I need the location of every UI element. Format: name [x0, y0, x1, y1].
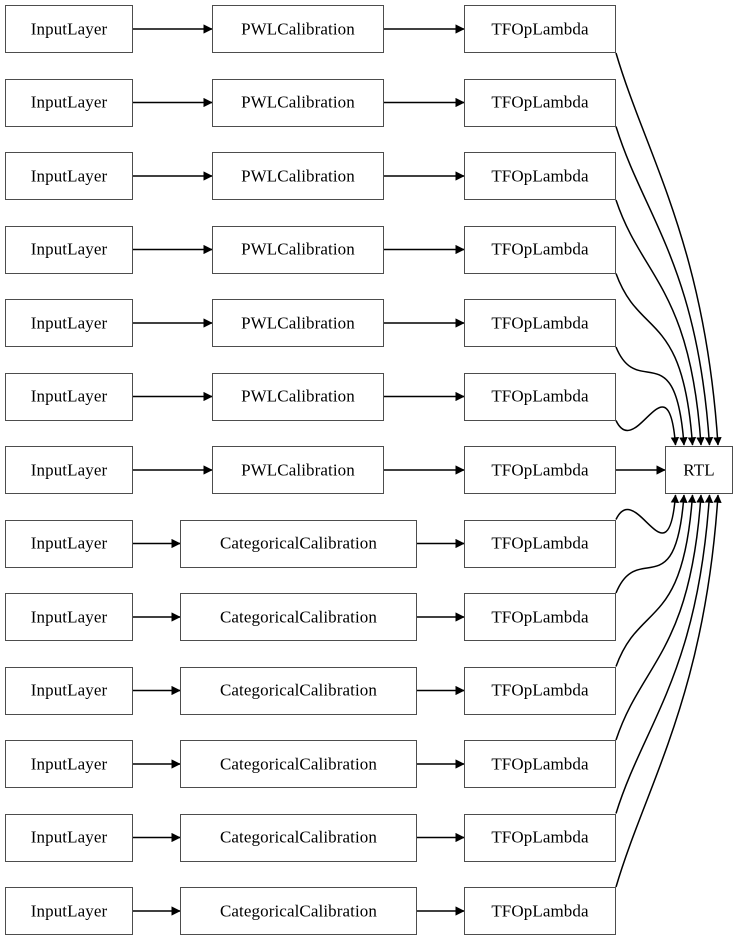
node-label: InputLayer: [30, 239, 108, 259]
node-label: CategoricalCalibration: [219, 533, 378, 553]
node-input-layer-12[interactable]: InputLayer: [5, 887, 133, 935]
node-calibration-11[interactable]: CategoricalCalibration: [180, 813, 417, 862]
node-label: PWLCalibration: [241, 460, 355, 479]
node-calibration-1[interactable]: PWLCalibration: [212, 78, 384, 127]
node-label: TFOpLambda: [491, 607, 589, 626]
node-label: TFOpLambda: [491, 901, 589, 920]
node-label: InputLayer: [30, 680, 108, 700]
node-calibration-0[interactable]: PWLCalibration: [212, 5, 384, 53]
node-calibration-10[interactable]: CategoricalCalibration: [180, 740, 417, 788]
node-input-layer-4[interactable]: InputLayer: [5, 299, 133, 347]
node-input-layer-10[interactable]: InputLayer: [5, 740, 133, 788]
node-label: InputLayer: [30, 92, 108, 112]
node-label: InputLayer: [30, 754, 108, 773]
node-label: InputLayer: [30, 313, 108, 332]
node-label: TFOpLambda: [491, 680, 589, 700]
node-label: TFOpLambda: [491, 166, 589, 185]
node-input-layer-11[interactable]: InputLayer: [5, 813, 133, 862]
node-label: TFOpLambda: [491, 386, 589, 406]
node-calibration-12[interactable]: CategoricalCalibration: [180, 887, 417, 935]
node-label: TFOpLambda: [491, 19, 589, 38]
node-label: InputLayer: [30, 166, 108, 185]
node-calibration-6[interactable]: PWLCalibration: [212, 446, 384, 494]
node-calibration-2[interactable]: PWLCalibration: [212, 152, 384, 200]
node-label: InputLayer: [30, 19, 108, 38]
node-label: PWLCalibration: [241, 92, 355, 112]
node-calibration-9[interactable]: CategoricalCalibration: [180, 666, 417, 715]
node-label: TFOpLambda: [491, 754, 589, 773]
node-label: InputLayer: [30, 533, 108, 553]
node-input-layer-9[interactable]: InputLayer: [5, 666, 133, 715]
node-tf-op-lambda-10[interactable]: TFOpLambda: [464, 740, 616, 788]
node-tf-op-lambda-6[interactable]: TFOpLambda: [464, 446, 616, 494]
node-tf-op-lambda-8[interactable]: TFOpLambda: [464, 593, 616, 641]
node-label: TFOpLambda: [491, 92, 589, 112]
node-tf-op-lambda-12[interactable]: TFOpLambda: [464, 887, 616, 935]
node-label: InputLayer: [30, 901, 108, 920]
node-tf-op-lambda-11[interactable]: TFOpLambda: [464, 813, 616, 862]
node-label: CategoricalCalibration: [219, 680, 378, 700]
node-calibration-8[interactable]: CategoricalCalibration: [180, 593, 417, 641]
node-calibration-4[interactable]: PWLCalibration: [212, 299, 384, 347]
node-label: TFOpLambda: [491, 827, 589, 847]
node-label: InputLayer: [30, 607, 108, 626]
node-label: TFOpLambda: [491, 239, 589, 259]
node-label: CategoricalCalibration: [219, 827, 378, 847]
node-calibration-7[interactable]: CategoricalCalibration: [180, 519, 417, 568]
node-label: PWLCalibration: [241, 19, 355, 38]
node-input-layer-6[interactable]: InputLayer: [5, 446, 133, 494]
node-label: InputLayer: [30, 386, 108, 406]
node-label: TFOpLambda: [491, 460, 589, 479]
node-tf-op-lambda-9[interactable]: TFOpLambda: [464, 666, 616, 715]
node-label: InputLayer: [30, 460, 108, 479]
node-label: CategoricalCalibration: [219, 607, 378, 626]
node-tf-op-lambda-0[interactable]: TFOpLambda: [464, 5, 616, 53]
node-label: InputLayer: [30, 827, 108, 847]
node-input-layer-2[interactable]: InputLayer: [5, 152, 133, 200]
node-label: CategoricalCalibration: [219, 754, 378, 773]
node-input-layer-5[interactable]: InputLayer: [5, 372, 133, 421]
node-input-layer-3[interactable]: InputLayer: [5, 225, 133, 274]
node-input-layer-0[interactable]: InputLayer: [5, 5, 133, 53]
node-rtl-output[interactable]: RTL: [665, 446, 733, 494]
node-input-layer-1[interactable]: InputLayer: [5, 78, 133, 127]
node-tf-op-lambda-1[interactable]: TFOpLambda: [464, 78, 616, 127]
node-label: PWLCalibration: [241, 386, 355, 406]
node-label: RTL: [683, 460, 715, 479]
node-label: PWLCalibration: [241, 313, 355, 332]
node-calibration-3[interactable]: PWLCalibration: [212, 225, 384, 274]
node-input-layer-7[interactable]: InputLayer: [5, 519, 133, 568]
node-label: PWLCalibration: [241, 239, 355, 259]
node-input-layer-8[interactable]: InputLayer: [5, 593, 133, 641]
node-label: CategoricalCalibration: [219, 901, 378, 920]
node-tf-op-lambda-2[interactable]: TFOpLambda: [464, 152, 616, 200]
node-label: TFOpLambda: [491, 313, 589, 332]
node-tf-op-lambda-5[interactable]: TFOpLambda: [464, 372, 616, 421]
node-tf-op-lambda-7[interactable]: TFOpLambda: [464, 519, 616, 568]
node-label: PWLCalibration: [241, 166, 355, 185]
node-calibration-5[interactable]: PWLCalibration: [212, 372, 384, 421]
node-tf-op-lambda-4[interactable]: TFOpLambda: [464, 299, 616, 347]
node-label: TFOpLambda: [491, 533, 589, 553]
node-tf-op-lambda-3[interactable]: TFOpLambda: [464, 225, 616, 274]
